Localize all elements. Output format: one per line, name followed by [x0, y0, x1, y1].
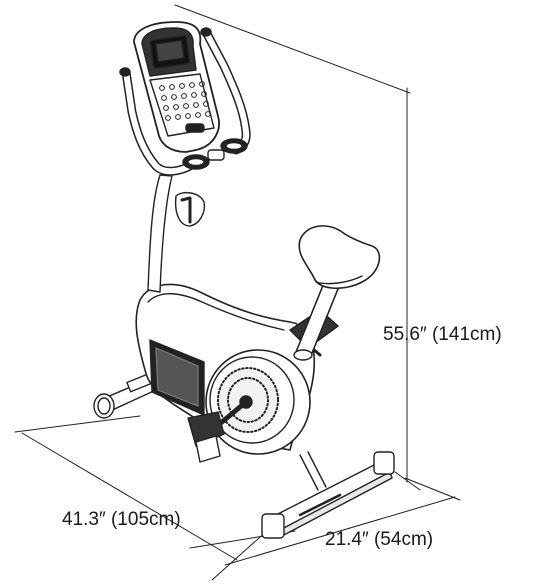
seat-post [293, 277, 341, 361]
height-dimension-label: 55.6″ (141cm) [383, 324, 502, 345]
console-mast [147, 174, 173, 293]
width-dimension-label: 21.4″ (54cm) [325, 529, 434, 550]
flywheel [205, 349, 311, 455]
seat [298, 225, 381, 290]
bottle-holder [174, 191, 206, 227]
height-dimension-lines [174, 4, 421, 491]
front-stabilizer [261, 451, 395, 539]
console [133, 21, 220, 153]
width-dimension-lines [211, 477, 461, 581]
length-dimension-label: 41.3″ (105cm) [62, 509, 181, 530]
console-keypad [159, 81, 211, 121]
grip-sensors [182, 138, 248, 170]
